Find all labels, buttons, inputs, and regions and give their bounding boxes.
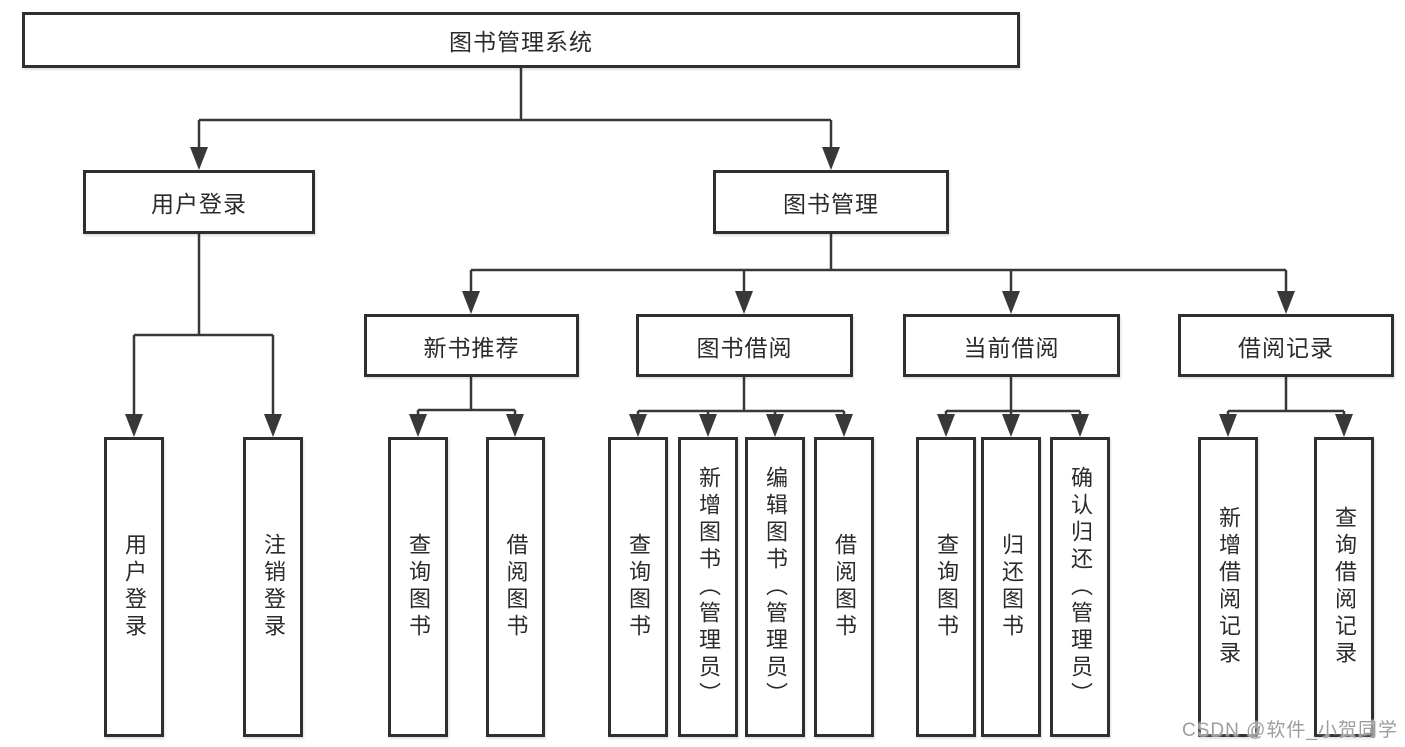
- node-new-book-recommend: 新书推荐: [364, 314, 579, 377]
- node-user-login: 用户登录: [83, 170, 315, 234]
- arrowhead: [629, 414, 647, 437]
- arrowhead: [1002, 291, 1020, 314]
- leaf-borrow-borrow-books: 借阅图书: [814, 437, 874, 737]
- arrowhead: [835, 414, 853, 437]
- arrowhead: [1335, 414, 1353, 437]
- arrowhead: [125, 414, 143, 437]
- arrowhead: [699, 414, 717, 437]
- arrowhead: [1071, 414, 1089, 437]
- leaf-recommend-query-books: 查询图书: [388, 437, 448, 737]
- leaf-borrow-edit-books-admin: 编辑图书（管理员）: [745, 437, 805, 737]
- leaf-records-query-record: 查询借阅记录: [1314, 437, 1374, 737]
- leaf-records-add-record: 新增借阅记录: [1198, 437, 1258, 737]
- leaf-borrow-query-books: 查询图书: [608, 437, 668, 737]
- arrowhead: [190, 147, 208, 170]
- arrowhead: [1002, 414, 1020, 437]
- node-book-management: 图书管理: [713, 170, 949, 234]
- node-borrow-records: 借阅记录: [1178, 314, 1394, 377]
- arrowhead: [264, 414, 282, 437]
- watermark: CSDN @软件_小贺同学: [1182, 720, 1398, 741]
- arrowhead: [409, 414, 427, 437]
- node-current-borrow: 当前借阅: [903, 314, 1120, 377]
- arrowhead: [1277, 291, 1295, 314]
- node-book-borrow: 图书借阅: [636, 314, 853, 377]
- leaf-current-confirm-return-admin: 确认归还（管理员）: [1050, 437, 1110, 737]
- leaf-current-query-books: 查询图书: [916, 437, 976, 737]
- arrowhead: [462, 291, 480, 314]
- arrowhead: [735, 291, 753, 314]
- leaf-user-login: 用户登录: [104, 437, 164, 737]
- leaf-current-return-books: 归还图书: [981, 437, 1041, 737]
- leaf-logout: 注销登录: [243, 437, 303, 737]
- arrowhead: [1219, 414, 1237, 437]
- arrowhead: [937, 414, 955, 437]
- leaf-borrow-add-books-admin: 新增图书（管理员）: [678, 437, 738, 737]
- arrowhead: [766, 414, 784, 437]
- node-root: 图书管理系统: [22, 12, 1020, 68]
- arrowhead: [506, 414, 524, 437]
- leaf-recommend-borrow-books: 借阅图书: [486, 437, 545, 737]
- arrowhead: [822, 147, 840, 170]
